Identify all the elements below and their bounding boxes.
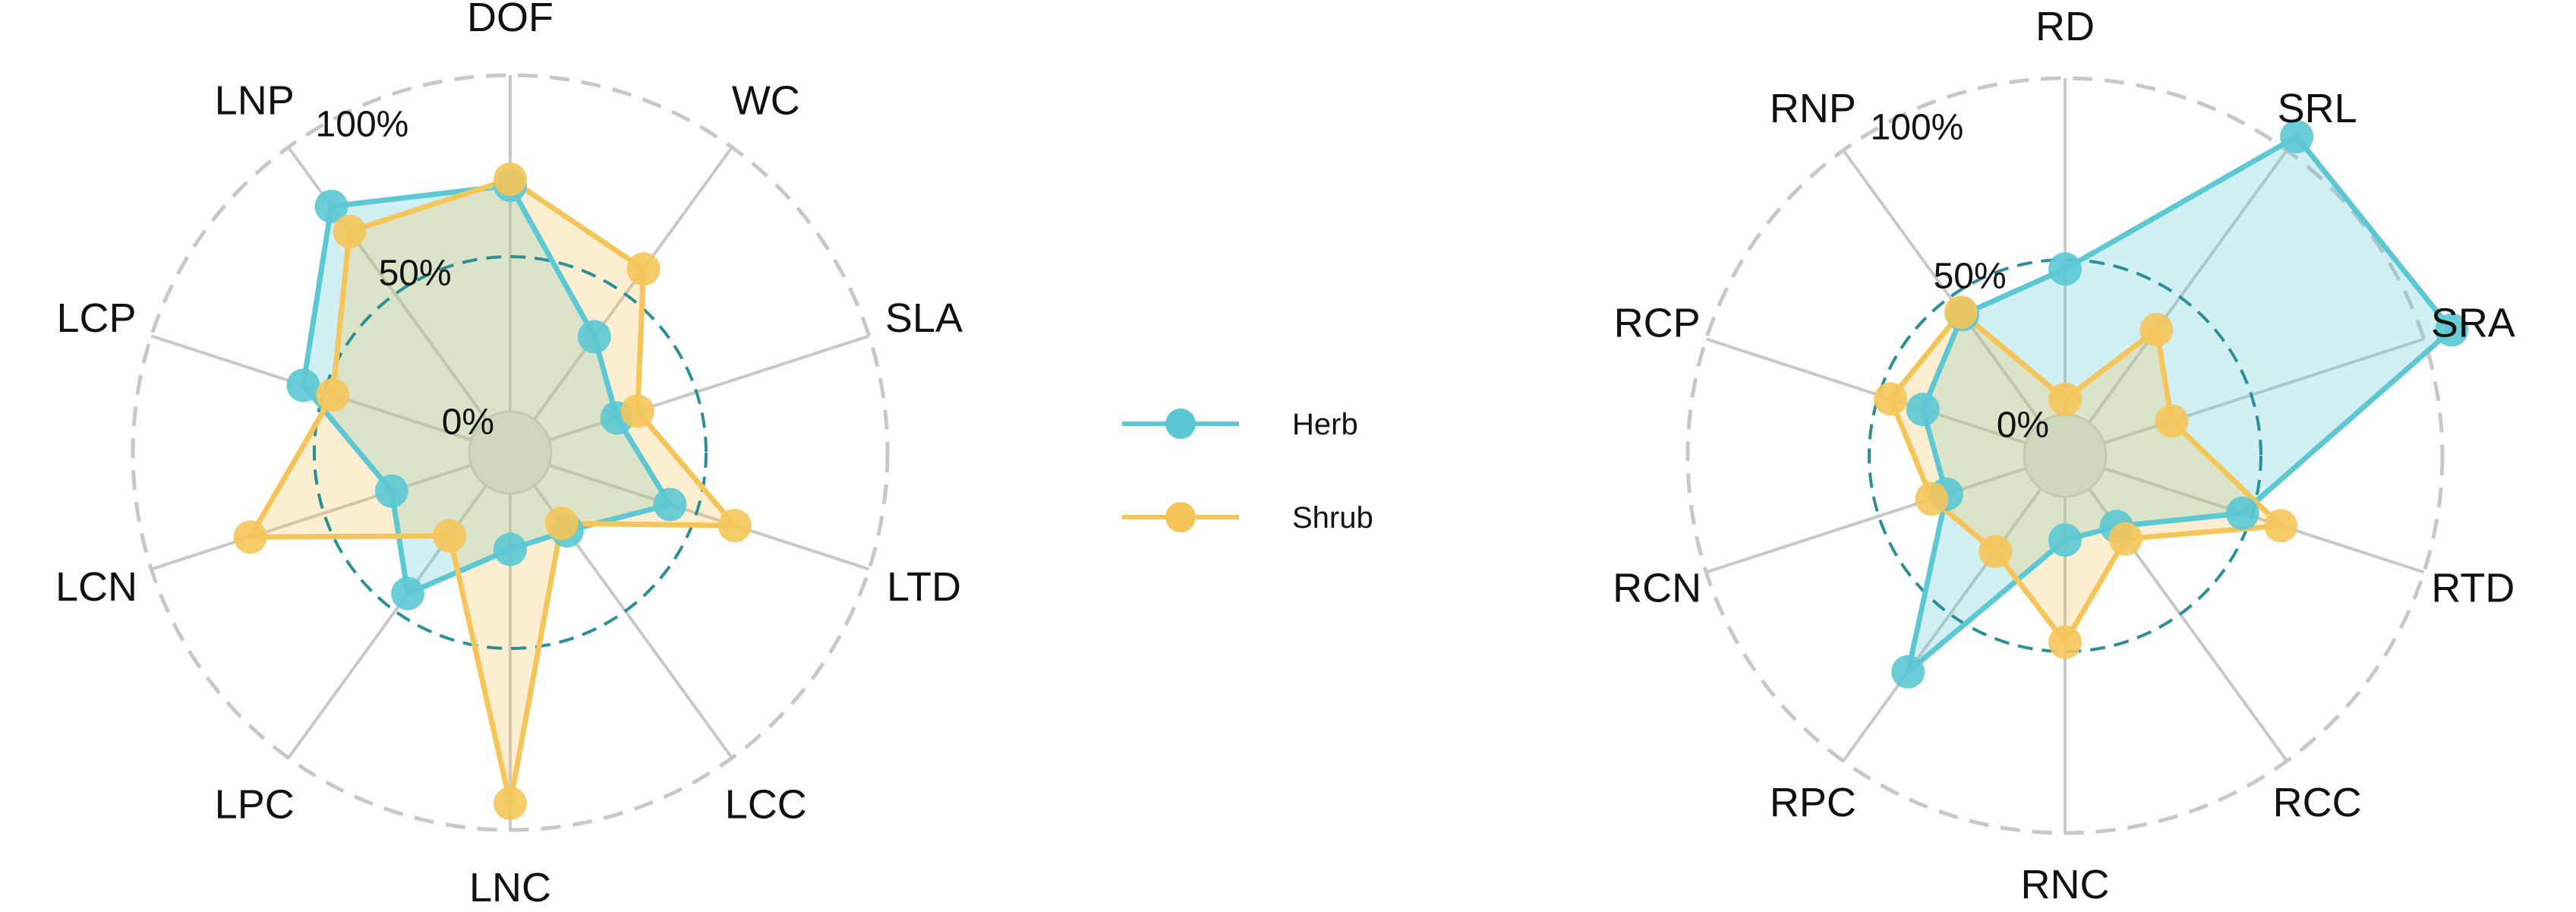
point-shrub-lcn xyxy=(233,520,267,554)
series-area-herb xyxy=(1908,137,2452,672)
axis-label-sla: SLA xyxy=(885,295,963,341)
point-shrub-rnp xyxy=(1944,295,1978,330)
spoke-rtd xyxy=(2103,466,2425,574)
spoke-srl xyxy=(2088,149,2288,424)
point-herb-wc xyxy=(577,320,611,354)
point-shrub-rtd xyxy=(2264,509,2298,543)
point-shrub-ltd xyxy=(717,509,752,543)
spoke-rcn xyxy=(1705,466,2027,574)
ring-label-0: 0% xyxy=(1997,406,2049,446)
spoke-wc xyxy=(533,146,733,421)
radar-chart-root-traits: RD SRL SRA RTD RCC RNC RPC RCN RCP RNP 0% 50% 100% xyxy=(1613,4,2515,907)
axis-label-lcc: LCC xyxy=(725,782,807,828)
point-herb-rnc xyxy=(2048,523,2082,557)
legend-herb-marker xyxy=(1165,409,1196,439)
axis-label-rd: RD xyxy=(2035,4,2095,49)
point-shrub-lcc xyxy=(544,506,579,541)
point-shrub-rpc xyxy=(1979,535,2013,569)
legend-item-shrub: Shrub xyxy=(1122,501,1373,535)
point-herb-rcp xyxy=(1906,393,1940,427)
point-herb-lcp xyxy=(286,368,320,402)
point-shrub-dof xyxy=(493,163,527,196)
point-herb-rd xyxy=(2048,252,2082,286)
point-herb-lcn xyxy=(374,474,408,508)
point-shrub-rcn xyxy=(1915,482,1949,516)
point-shrub-rcp xyxy=(1874,382,1908,416)
inner-circle xyxy=(468,410,553,495)
point-herb-lpc xyxy=(391,576,425,611)
spoke-lcn xyxy=(150,463,472,571)
point-shrub-rd xyxy=(2048,382,2082,416)
reference-ring-50 xyxy=(1868,258,2262,653)
axis-label-lnp: LNP xyxy=(215,77,295,123)
point-herb-sra xyxy=(2435,313,2469,347)
axis-label-rcc: RCC xyxy=(2273,780,2362,825)
ring-label-50: 50% xyxy=(379,254,452,294)
radar-chart-leaf-traits: DOF WC SLA LTD LCC LNC LPC LCN LCP LNP 0% 50% 100% xyxy=(55,0,963,910)
axis-label-lpc: LPC xyxy=(215,782,295,828)
legend-shrub-label: Shrub xyxy=(1292,501,1373,535)
point-herb-rpc xyxy=(1891,655,1925,689)
point-shrub-lnc xyxy=(493,787,527,820)
point-herb-lnp xyxy=(314,189,348,223)
point-herb-rtd xyxy=(2225,496,2259,530)
spoke-rnp xyxy=(1842,149,2042,424)
point-shrub-lnp xyxy=(333,214,367,248)
axis-label-rnc: RNC xyxy=(2021,862,2110,907)
legend-herb-label: Herb xyxy=(1292,408,1358,441)
spoke-rcp xyxy=(1705,337,2027,445)
point-herb-srl xyxy=(2280,120,2314,154)
axis-label-srl: SRL xyxy=(2278,86,2357,131)
ring-label-100: 100% xyxy=(1871,107,1964,147)
legend-shrub-marker xyxy=(1165,502,1196,532)
spoke-lnp xyxy=(287,146,487,421)
axis-label-lcp: LCP xyxy=(57,295,137,341)
axis-label-rcp: RCP xyxy=(1614,300,1701,346)
axis-label-rnp: RNP xyxy=(1770,86,1856,131)
point-shrub-lpc xyxy=(433,519,467,553)
point-herb-lnc xyxy=(493,532,527,566)
ring-label-0: 0% xyxy=(442,402,494,443)
ring-label-50: 50% xyxy=(1934,257,2007,297)
legend: Herb Shrub xyxy=(1122,408,1373,535)
axis-label-rcn: RCN xyxy=(1613,566,1701,611)
reference-ring-50 xyxy=(313,255,708,650)
ring-label-100: 100% xyxy=(316,104,409,144)
series-area-shrub xyxy=(250,179,735,803)
axis-label-lnc: LNC xyxy=(469,865,551,908)
axis-label-ltd: LTD xyxy=(887,564,961,610)
spoke-rpc xyxy=(1842,488,2042,762)
axis-label-wc: WC xyxy=(732,77,800,123)
axis-label-rtd: RTD xyxy=(2431,566,2515,611)
axis-label-lcn: LCN xyxy=(55,564,137,610)
point-herb-ltd xyxy=(653,488,687,522)
axis-label-dof: DOF xyxy=(467,0,553,40)
point-shrub-rcc xyxy=(2108,522,2142,556)
legend-item-herb: Herb xyxy=(1122,408,1358,441)
point-shrub-sla xyxy=(620,394,654,428)
point-shrub-wc xyxy=(626,252,661,286)
point-shrub-srl xyxy=(2139,313,2174,347)
point-shrub-lcp xyxy=(316,378,350,412)
point-shrub-sra xyxy=(2155,404,2189,438)
spoke-ltd xyxy=(548,463,870,571)
axis-label-sra: SRA xyxy=(2431,300,2515,346)
series-area-shrub xyxy=(1890,312,2281,642)
point-shrub-rnc xyxy=(2048,625,2082,659)
axis-label-rpc: RPC xyxy=(1770,780,1856,825)
